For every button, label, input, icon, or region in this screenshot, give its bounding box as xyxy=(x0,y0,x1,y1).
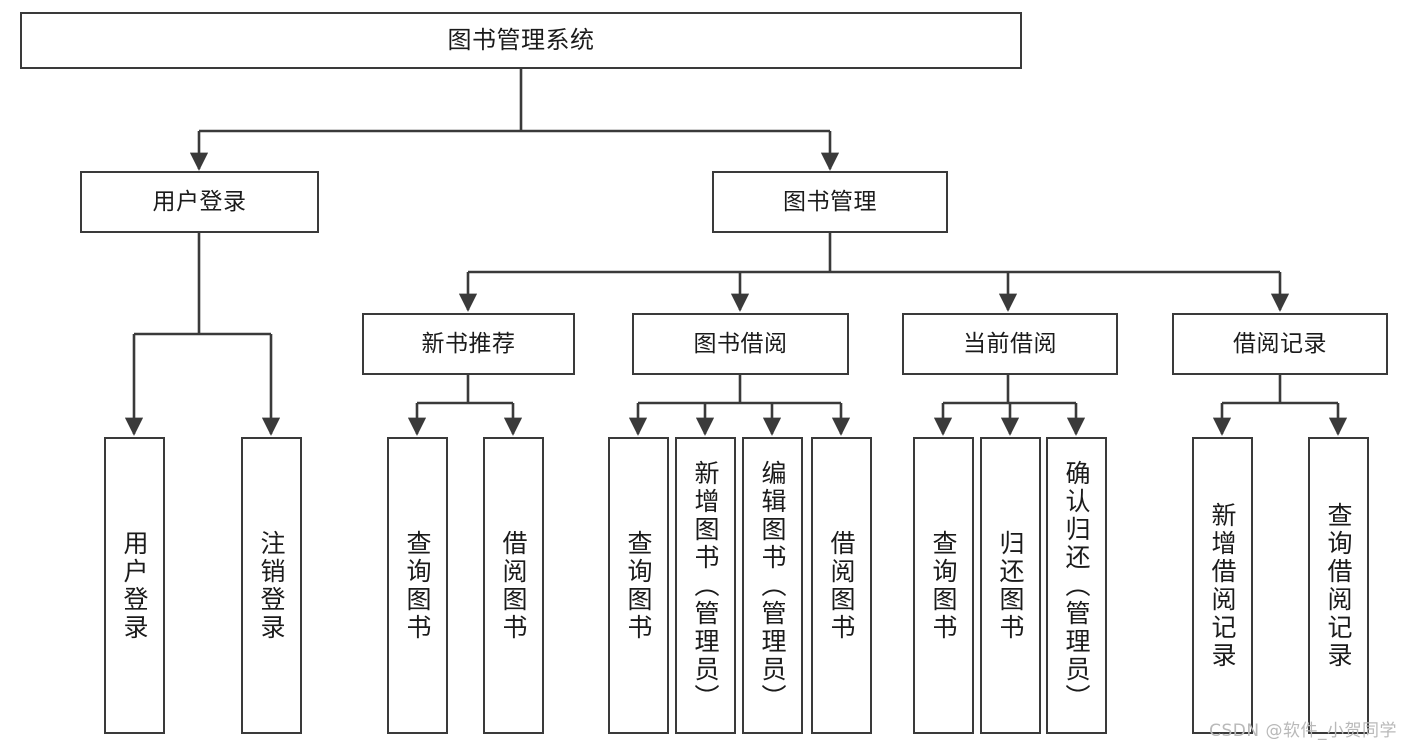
node-leaf-user-login-label: 用户登录 xyxy=(120,529,149,642)
node-book-borrow[interactable]: 图书借阅 xyxy=(632,313,849,375)
node-leaf-borrow-book-a[interactable]: 借阅图书 xyxy=(483,437,544,734)
node-new-book-rec[interactable]: 新书推荐 xyxy=(362,313,575,375)
node-leaf-query-book-b[interactable]: 查询图书 xyxy=(608,437,669,734)
node-user-login-label: 用户登录 xyxy=(152,188,247,215)
node-leaf-query-book-a-label: 查询图书 xyxy=(403,529,432,642)
node-current-borrow[interactable]: 当前借阅 xyxy=(902,313,1118,375)
node-leaf-edit-book-label: 编辑图书（管理员） xyxy=(758,459,787,712)
node-leaf-query-book-b-label: 查询图书 xyxy=(624,529,653,642)
node-leaf-borrow-book-b[interactable]: 借阅图书 xyxy=(811,437,872,734)
node-leaf-query-book-a[interactable]: 查询图书 xyxy=(387,437,448,734)
node-book-borrow-label: 图书借阅 xyxy=(693,330,788,357)
node-leaf-query-book-c-label: 查询图书 xyxy=(929,529,958,642)
node-user-login[interactable]: 用户登录 xyxy=(80,171,319,233)
node-root[interactable]: 图书管理系统 xyxy=(20,12,1022,69)
node-leaf-query-record[interactable]: 查询借阅记录 xyxy=(1308,437,1369,734)
node-leaf-borrow-book-b-label: 借阅图书 xyxy=(827,529,856,642)
node-leaf-borrow-book-a-label: 借阅图书 xyxy=(499,529,528,642)
node-book-manage[interactable]: 图书管理 xyxy=(712,171,948,233)
node-borrow-record-label: 借阅记录 xyxy=(1233,330,1327,357)
node-leaf-return-book-label: 归还图书 xyxy=(996,529,1025,642)
node-borrow-record[interactable]: 借阅记录 xyxy=(1172,313,1388,375)
node-leaf-user-login[interactable]: 用户登录 xyxy=(104,437,165,734)
node-leaf-query-record-label: 查询借阅记录 xyxy=(1324,501,1353,670)
node-leaf-logout-label: 注销登录 xyxy=(257,529,286,642)
node-leaf-add-book-label: 新增图书（管理员） xyxy=(691,459,720,712)
node-leaf-return-book[interactable]: 归还图书 xyxy=(980,437,1041,734)
node-leaf-add-record[interactable]: 新增借阅记录 xyxy=(1192,437,1253,734)
node-leaf-add-record-label: 新增借阅记录 xyxy=(1208,501,1237,670)
node-root-label: 图书管理系统 xyxy=(447,25,595,54)
node-current-borrow-label: 当前借阅 xyxy=(963,330,1057,357)
node-book-manage-label: 图书管理 xyxy=(783,188,877,215)
node-leaf-add-book[interactable]: 新增图书（管理员） xyxy=(675,437,736,734)
node-leaf-confirm-return-label: 确认归还（管理员） xyxy=(1062,459,1091,712)
node-leaf-query-book-c[interactable]: 查询图书 xyxy=(913,437,974,734)
node-new-book-rec-label: 新书推荐 xyxy=(421,330,516,357)
node-leaf-logout[interactable]: 注销登录 xyxy=(241,437,302,734)
node-leaf-confirm-return[interactable]: 确认归还（管理员） xyxy=(1046,437,1107,734)
node-leaf-edit-book[interactable]: 编辑图书（管理员） xyxy=(742,437,803,734)
